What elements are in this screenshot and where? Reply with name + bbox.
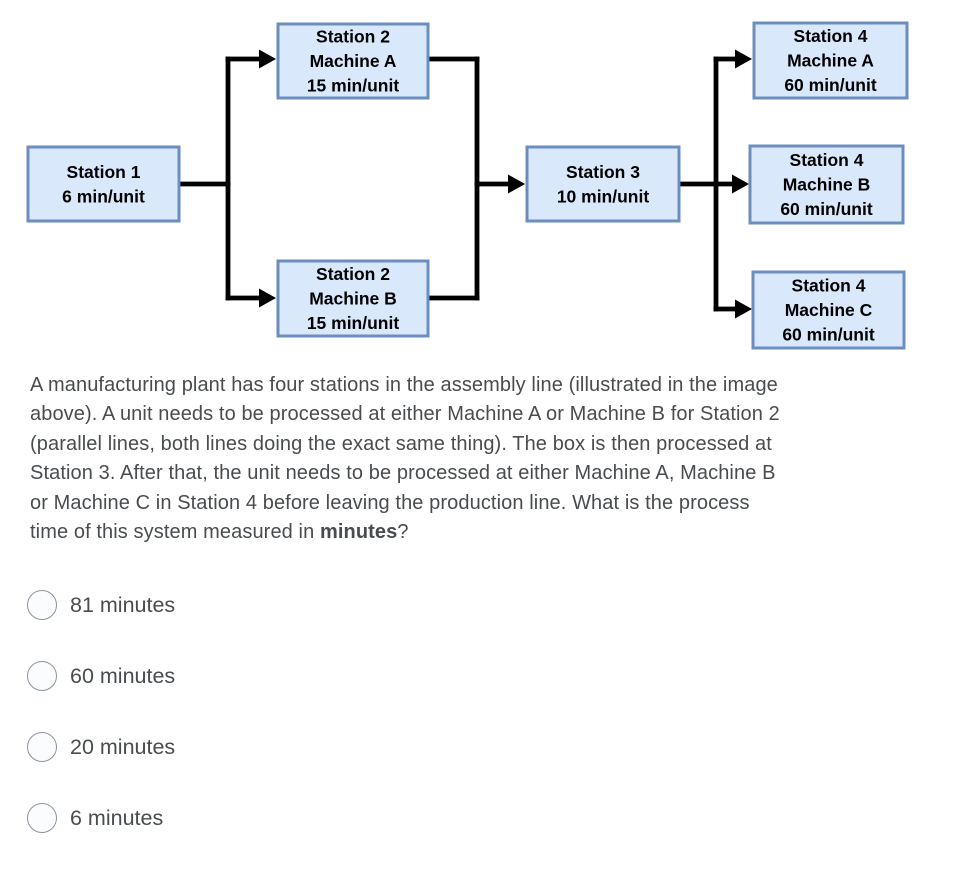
arrowhead-icon [259, 288, 276, 308]
question-text-segment: time of this system measured in [30, 521, 320, 544]
option-label[interactable]: 60 minutes [70, 663, 176, 688]
node-box [751, 270, 906, 350]
radio-button[interactable] [27, 732, 57, 762]
option-label[interactable]: 81 minutes [70, 592, 176, 617]
node-box [276, 259, 430, 338]
arrowhead-icon [259, 49, 276, 69]
radio-button[interactable] [27, 590, 57, 620]
arrowhead-icon [732, 174, 749, 194]
question-text-segment: ? [397, 521, 409, 544]
arrowheads [259, 49, 752, 319]
option-label[interactable]: 20 minutes [70, 734, 176, 759]
answer-option[interactable]: 60 minutes [27, 661, 175, 691]
node-box [26, 145, 181, 223]
option-label[interactable]: 6 minutes [70, 805, 164, 830]
radio-button[interactable] [27, 803, 57, 833]
question-line: or Machine C in Station 4 before leaving… [30, 491, 750, 514]
question-line: (parallel lines, both lines doing the ex… [30, 432, 772, 455]
question-bold-word: minutes [319, 521, 398, 544]
arrowhead-icon [735, 49, 752, 69]
question-line: time of this system measured in minutes? [30, 518, 945, 547]
answer-option[interactable]: 6 minutes [27, 803, 163, 833]
answer-option[interactable]: 20 minutes [27, 732, 175, 762]
radio-button[interactable] [27, 661, 57, 691]
node-box [752, 21, 909, 100]
answer-option[interactable]: 81 minutes [27, 590, 175, 620]
node-box [748, 144, 905, 225]
flow-connectors [176, 56, 738, 312]
question-text: A manufacturing plant has four stations … [30, 371, 945, 547]
node-box [276, 22, 430, 100]
question-line: A manufacturing plant has four stations … [30, 374, 778, 396]
arrowhead-icon [735, 299, 752, 319]
node-box [525, 145, 681, 223]
arrowhead-icon [508, 174, 525, 194]
question-line: above). A unit needs to be processed at … [30, 403, 780, 426]
question-line: Station 3. After that, the unit needs to… [30, 462, 776, 485]
